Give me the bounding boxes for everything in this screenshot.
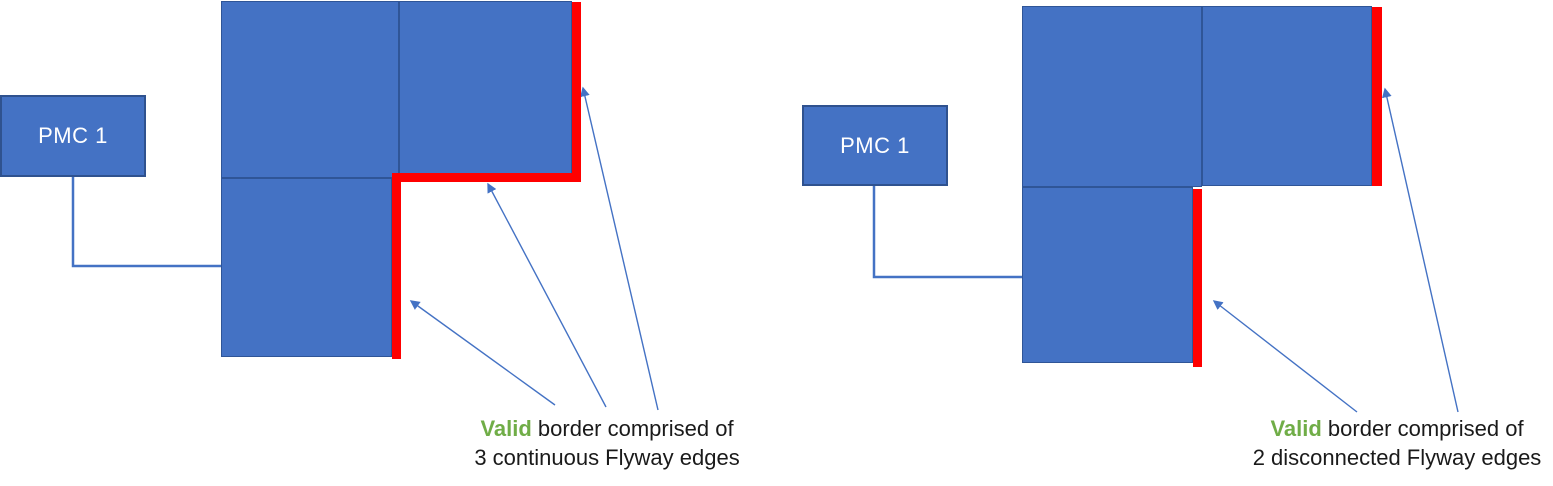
arrow-to-step-red-edge-left (487, 182, 607, 408)
caption-right-line1-rest: border comprised of (1321, 416, 1524, 441)
flyway-cell-top-right (399, 1, 572, 178)
flyway-cell-top-left (221, 1, 399, 178)
caption-left-line1-rest: border comprised of (531, 416, 734, 441)
caption-left: Valid border comprised of 3 continuous F… (447, 414, 767, 472)
valid-word: Valid (1270, 416, 1322, 441)
arrow-to-top-red-edge-left (580, 86, 659, 411)
pmc-node: PMC 1 (802, 105, 948, 186)
flyway-cell-bottom-left (1022, 187, 1193, 363)
caption-left-line1: Valid border comprised of (447, 414, 767, 443)
pmc-label: PMC 1 (840, 132, 910, 158)
arrow-to-lower-red-edge-left (409, 300, 556, 406)
caption-right-line1: Valid border comprised of (1237, 414, 1553, 443)
caption-right-line2: 2 disconnected Flyway edges (1252, 445, 1542, 470)
caption-left-line2: 3 continuous Flyway edges (474, 445, 740, 470)
flyway-cell-bottom-left (221, 178, 392, 357)
valid-word: Valid (480, 416, 532, 441)
pmc-node: PMC 1 (0, 95, 146, 177)
pmc-connector-left (71, 177, 221, 268)
red-edge-step-horizontal (392, 173, 581, 182)
arrow-to-lower-red-edge-right (1212, 300, 1358, 413)
red-edge-lower-vertical (1193, 189, 1202, 367)
flyway-cell-top-right (1202, 6, 1372, 186)
red-edge-right-vertical (572, 2, 581, 182)
pmc-connector-right (872, 186, 1022, 279)
flyway-cell-top-left (1022, 6, 1202, 187)
red-edge-lower-vertical (392, 173, 401, 359)
pmc-label: PMC 1 (38, 123, 108, 148)
red-edge-right-vertical (1372, 7, 1382, 186)
caption-right: Valid border comprised of 2 disconnected… (1237, 414, 1553, 472)
arrow-to-top-red-edge-right (1382, 87, 1459, 413)
